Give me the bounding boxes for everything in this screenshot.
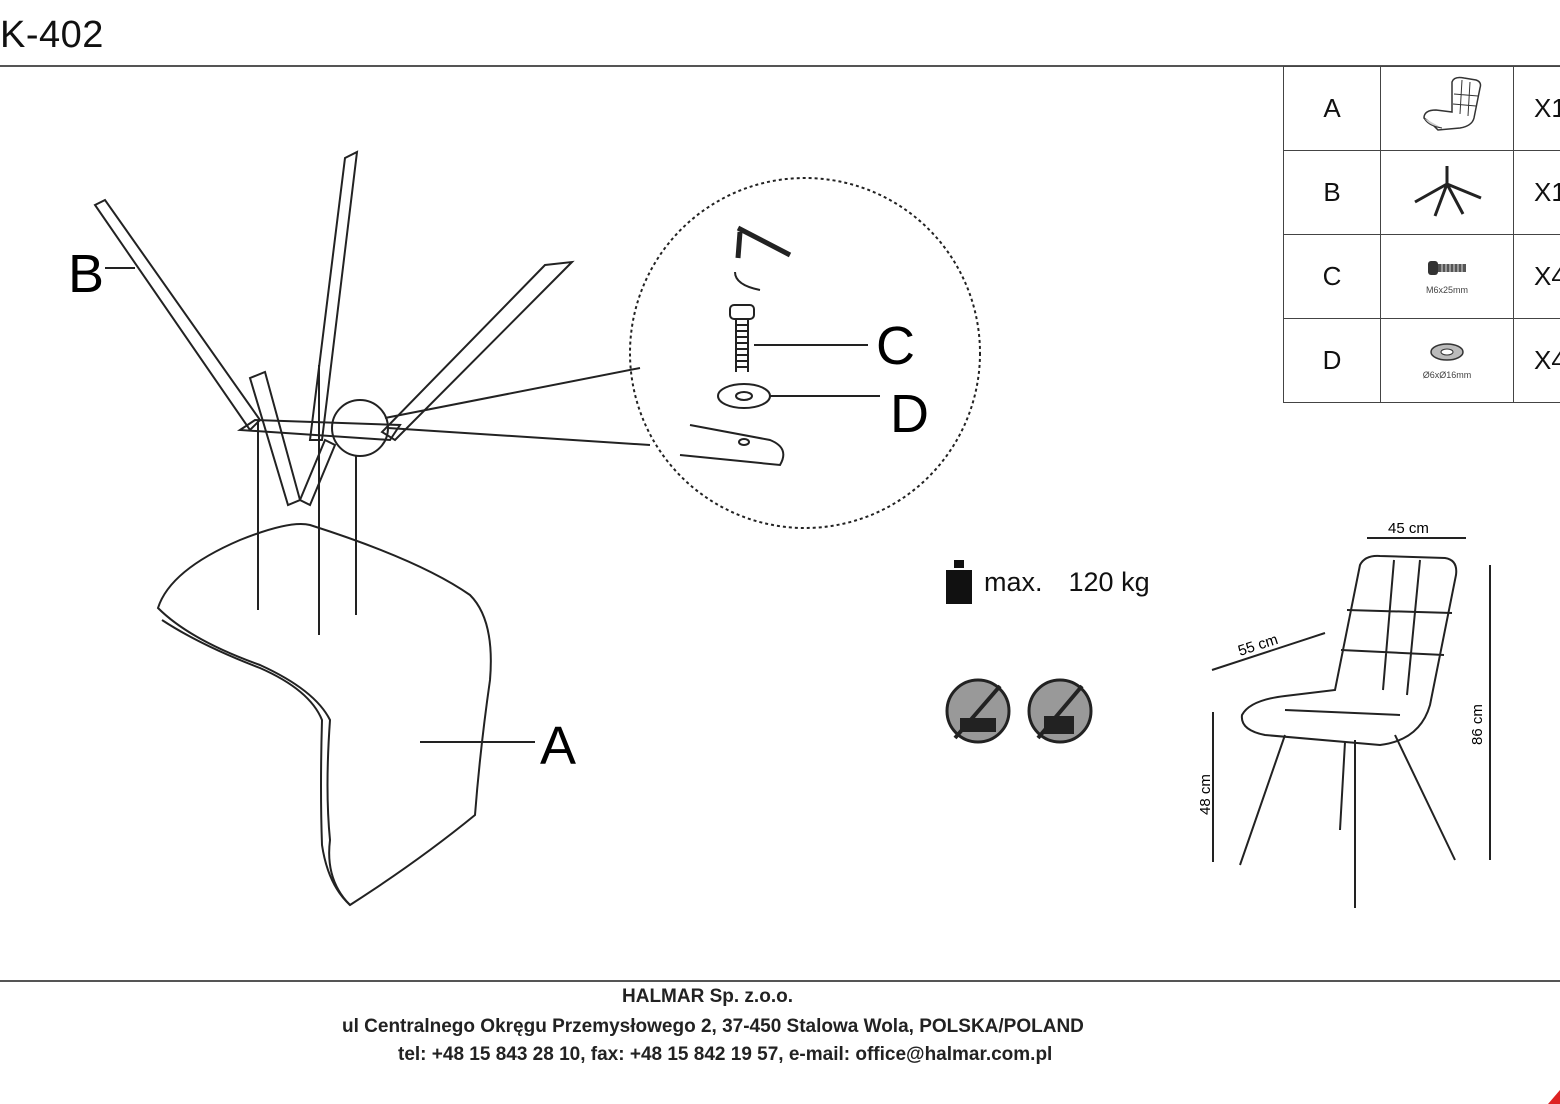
parts-row: C M6x25mm X4 [1283, 234, 1560, 319]
dim-width: 45 cm [1388, 520, 1429, 537]
chair-legs-frame-icon [1414, 166, 1482, 217]
footer-contact: tel: +48 15 843 28 10, fax: +48 15 842 1… [398, 1044, 1053, 1065]
assembly-diagram: B A C D 45 cm 55 cm 86 cm 48 cm [68, 150, 1491, 908]
part-label: A [1283, 66, 1381, 151]
label-b: B [68, 244, 104, 304]
max-load-prefix: max. [984, 566, 1043, 597]
chair-dimensions-drawing [1211, 537, 1491, 908]
part-spec: Ø6xØ16mm [1422, 370, 1472, 380]
label-a: A [540, 716, 576, 776]
washer-icon [1430, 343, 1464, 361]
chair-seat-icon [1423, 76, 1482, 131]
no-standing-on-seat-icon [945, 678, 1011, 744]
weight-icon [946, 560, 972, 604]
parts-row: D Ø6xØ16mm X4 [1283, 318, 1560, 403]
document-title: K-402 [0, 14, 104, 56]
part-qty: X4 [1513, 318, 1560, 403]
footer-address: ul Centralnego Okręgu Przemysłowego 2, 3… [342, 1016, 1084, 1037]
label-c: C [876, 316, 915, 376]
dim-height: 86 cm [1469, 704, 1486, 745]
no-climbing-icon [1027, 678, 1093, 744]
part-label: D [1283, 318, 1381, 403]
bolt-icon [1428, 261, 1466, 275]
parts-row: A X1 [1283, 66, 1560, 151]
part-qty: X4 [1513, 234, 1560, 319]
leg-frame-illustration [93, 150, 981, 907]
part-label: B [1283, 150, 1381, 235]
footer-divider [0, 980, 1560, 982]
max-load-value: 120 kg [1068, 566, 1150, 597]
label-d: D [890, 384, 929, 444]
part-spec: M6x25mm [1425, 285, 1468, 295]
parts-table: A X1 B X1 C M6x25mm X4 [1283, 66, 1560, 403]
footer-company: HALMAR Sp. z.o.o. [622, 986, 793, 1007]
max-load: max. 120 kg [946, 560, 1150, 604]
part-qty: X1 [1513, 150, 1560, 235]
part-qty: X1 [1513, 66, 1560, 151]
header-divider [0, 65, 1560, 67]
corner-logo-mark [1548, 1090, 1560, 1104]
dim-seat-height: 48 cm [1197, 774, 1214, 815]
parts-row: B X1 [1283, 150, 1560, 235]
